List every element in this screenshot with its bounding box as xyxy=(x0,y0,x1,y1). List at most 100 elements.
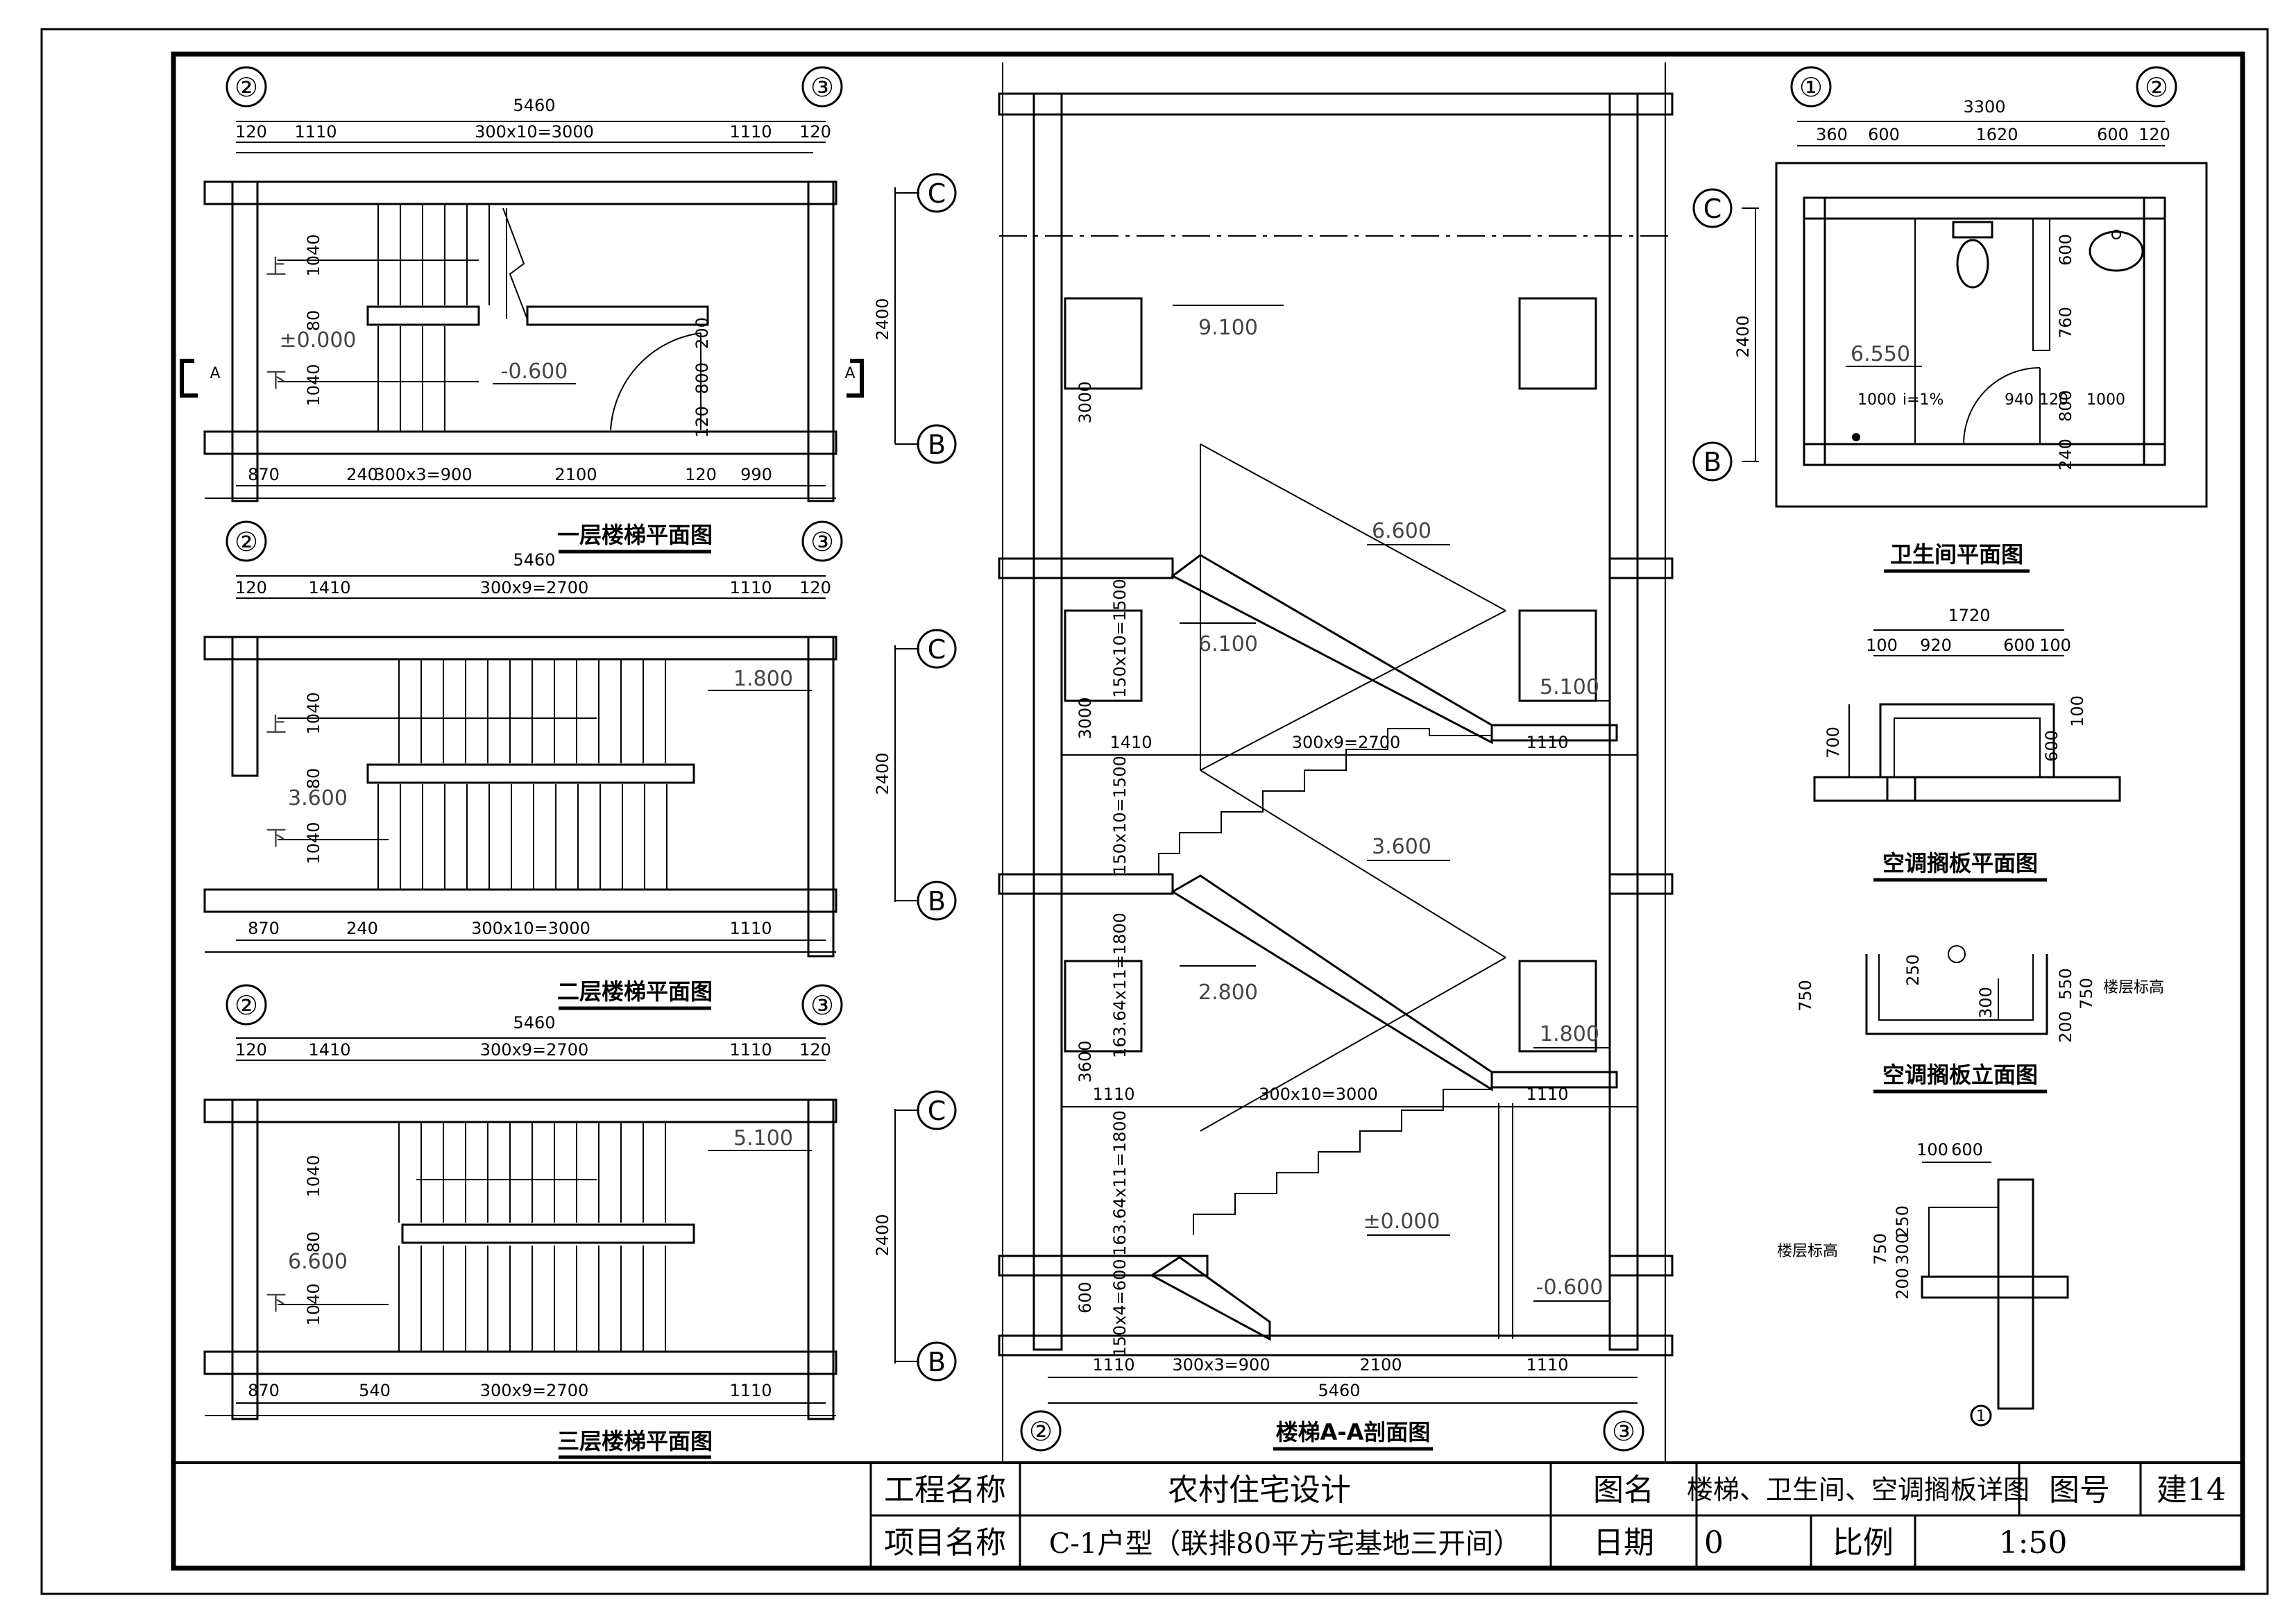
bath-bottom-dim-2: 120 xyxy=(2039,391,2068,409)
plan2-axis-right: ③ xyxy=(810,527,834,557)
floor-drain-icon xyxy=(1852,433,1860,441)
bath-right-v-2: 800 xyxy=(2056,390,2075,422)
ac-elev-left-v: 750 xyxy=(1796,980,1815,1012)
bath-top-dim-1: 600 xyxy=(1868,125,1900,144)
tb-item-label: 项目名称 xyxy=(884,1525,1006,1561)
section-level-8: -0.600 xyxy=(1536,1275,1604,1300)
bath-outline xyxy=(1775,162,2208,508)
detail-v-2: 750 xyxy=(1871,1233,1890,1265)
plan1-section-mark-right: A xyxy=(844,365,855,382)
tb-scale-label: 比例 xyxy=(1832,1525,1894,1561)
plan2-level-a: 3.600 xyxy=(288,786,348,810)
ac-plan-dim-1: 920 xyxy=(1920,636,1952,655)
plan3-overall: 5460 xyxy=(513,1013,555,1033)
plan3-left-v-2: 1040 xyxy=(304,1283,323,1325)
section-window-upper-left xyxy=(1064,297,1143,390)
plan3-axis-bubble-right xyxy=(801,984,843,1026)
section-floor-3-left xyxy=(998,557,1174,579)
section-hdim-1: 300x9=2700 xyxy=(1292,733,1400,752)
plan3-left-v-0: 1040 xyxy=(304,1155,323,1197)
plan3-top-dim-4: 120 xyxy=(799,1040,831,1060)
plan3-axis-left: ② xyxy=(235,990,258,1021)
bath-right-v-1: 760 xyxy=(2056,307,2075,339)
ac-plan-dim-3: 100 xyxy=(2039,636,2071,655)
plan3-right-v: 2400 xyxy=(873,1214,892,1256)
plan-3: ② ③ 5460 120 1410 300x9=2700 1110 120 xyxy=(203,984,957,1459)
bath-top-dim-0: 360 xyxy=(1816,125,1848,144)
section-vdim-3: 150x10=1500 xyxy=(1110,756,1130,875)
plan1-level-b: -0.600 xyxy=(501,359,568,384)
plan3-top-dim-1: 1410 xyxy=(308,1040,350,1060)
plan2-top-dim-2: 300x9=2700 xyxy=(480,578,588,597)
plan2-left-v-0: 1040 xyxy=(304,692,323,734)
section-hdim-7: 300x3=900 xyxy=(1172,1355,1270,1375)
section-level-2: 6.100 xyxy=(1198,632,1258,656)
inner-border xyxy=(171,51,2245,1571)
plan3-bottom-dim-0: 870 xyxy=(248,1381,280,1400)
detail-v-1: 300 xyxy=(1893,1233,1912,1265)
plan3-bottom-dim-1: 540 xyxy=(359,1381,391,1400)
bath-overall: 3300 xyxy=(1963,97,2005,117)
section-axis-bubble-right xyxy=(1603,1410,1644,1452)
plan2-up: 上 xyxy=(266,713,287,738)
ac-plan-dim-2: 600 xyxy=(2003,636,2035,655)
ac-plan-right-v-1: 600 xyxy=(2042,730,2061,762)
plan2-bottom-dim-0: 870 xyxy=(248,919,280,938)
plan3-bottom-dim-3: 1110 xyxy=(729,1381,772,1400)
plan1-top-dim-3: 1110 xyxy=(729,122,772,142)
bath-level: 6.550 xyxy=(1851,342,1910,366)
section-axis-left: ② xyxy=(1029,1416,1053,1447)
bath-title: 卫生间平面图 xyxy=(1890,541,2023,568)
section-vdim-1: 150x10=1500 xyxy=(1110,579,1130,698)
plan3-level-a: 6.600 xyxy=(288,1250,348,1274)
ac-plan-shelf xyxy=(1879,703,2055,777)
detail-note: 楼层标高 xyxy=(1777,1243,1838,1260)
tb-date-label: 日期 xyxy=(1593,1525,1654,1561)
section-hdim-6: 1110 xyxy=(1092,1355,1134,1375)
section-hdim-2: 1110 xyxy=(1526,733,1568,752)
plan1-up: 上 xyxy=(266,255,287,280)
plan2-title: 二层楼梯平面图 xyxy=(557,978,713,1005)
plan2-level-b: 1.800 xyxy=(733,667,793,691)
plan2-bottom-dim-2: 300x10=3000 xyxy=(471,919,590,938)
bath-axis-c: C xyxy=(1703,194,1722,224)
plan1-door-v-0: 200 xyxy=(692,317,712,349)
plan-2: ② ③ 5460 120 1410 300x9=2700 1110 120 xyxy=(203,520,957,1010)
detail-slab xyxy=(1921,1275,2069,1299)
plan3-wall-bottom xyxy=(203,1350,837,1375)
plan2-top-dim-1: 1410 xyxy=(308,578,350,597)
bath-axis-c-bubble xyxy=(1692,188,1733,228)
bath-right-v-0: 600 xyxy=(2056,234,2075,266)
plan3-left-v-1: 80 xyxy=(304,1232,323,1253)
ac-plan: 1720 100 920 600 100 700 100 600 空调搁板平面图 xyxy=(1813,606,2121,882)
section-level-7: ±0.000 xyxy=(1363,1209,1440,1234)
bathroom-plan: ① ② 3300 360 600 1620 600 120 6.550 1000… xyxy=(1692,66,2208,573)
plan2-top-dim-3: 1110 xyxy=(729,578,772,597)
plan3-top-dim-3: 1110 xyxy=(729,1040,772,1060)
plan2-wall-right xyxy=(807,636,835,958)
section-floor-1-right xyxy=(1608,1255,1674,1277)
section-flight-2 xyxy=(1171,874,1493,1091)
plan1-bottom-dim-1: 240 xyxy=(346,465,378,484)
plan2-axis-left: ② xyxy=(235,527,258,557)
ac-plan-overall: 1720 xyxy=(1948,606,1990,625)
axis-bubble-3 xyxy=(801,66,843,108)
plan1-wall-right xyxy=(807,180,835,502)
plan3-axis-c-bubble xyxy=(917,1090,957,1130)
plan1-top-dim-0: 120 xyxy=(235,122,267,142)
toilet-icon xyxy=(1956,239,1989,289)
section-axis-right: ③ xyxy=(1612,1416,1635,1447)
plan2-bottom-dim-1: 240 xyxy=(346,919,378,938)
plan1-door-v-2: 120 xyxy=(692,406,712,438)
bath-top-dim-3: 600 xyxy=(2097,125,2129,144)
plan2-overall: 5460 xyxy=(513,550,555,570)
plan1-axis-left: ② xyxy=(235,72,258,103)
bath-door-swing xyxy=(1963,367,2041,445)
section-title: 楼梯A-A剖面图 xyxy=(1276,1419,1431,1445)
plan1-handrail xyxy=(366,305,480,326)
bath-bottom-dim-3: 1000 xyxy=(2086,391,2125,409)
section-window-upper-right xyxy=(1518,297,1597,390)
section-level-0: 9.100 xyxy=(1198,316,1258,340)
section-ground-slab xyxy=(998,1334,1674,1357)
